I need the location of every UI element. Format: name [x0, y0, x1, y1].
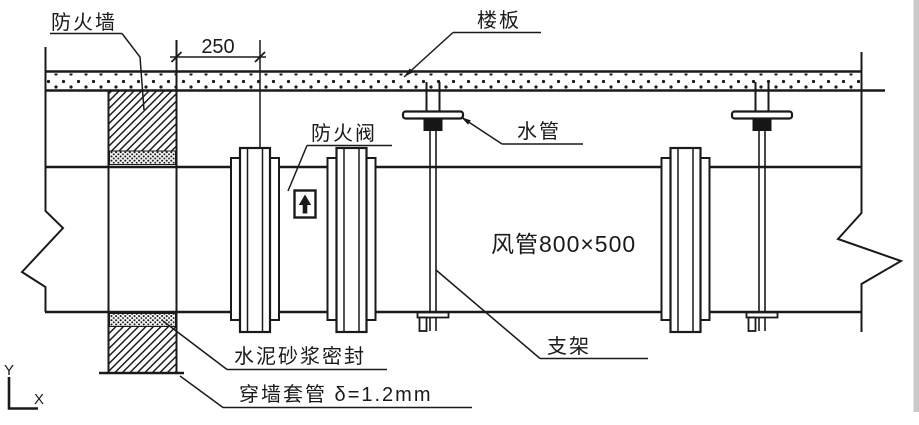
damper-body — [669, 146, 702, 334]
fire-damper-1 — [230, 146, 280, 334]
label-firewall: 防火墙 — [51, 11, 117, 34]
image-edge-strip — [913, 0, 919, 412]
water-pipe-bar — [401, 110, 465, 120]
mortar-seal-upper — [109, 150, 176, 165]
label-wall-sleeve: 穿墙套管 δ=1.2mm — [239, 383, 433, 406]
hanger-nut — [423, 118, 443, 131]
label-bracket: 支架 — [547, 335, 591, 358]
wall-hatch-upper — [109, 91, 176, 151]
damper-body — [238, 146, 272, 334]
leader-arrowhead-floor-slab — [404, 68, 414, 77]
up-arrow-icon — [298, 194, 312, 205]
dimension-250: 250 — [170, 36, 266, 150]
axis-y-label: Y — [4, 362, 14, 379]
dimension-tick-right — [254, 51, 266, 63]
label-water-pipe: 水管 — [517, 120, 561, 143]
damper-flange-right — [269, 157, 280, 321]
mortar-seal-lower — [109, 313, 176, 327]
dimension-tick-left — [170, 51, 183, 63]
damper-flange-right — [699, 157, 711, 321]
break-line-left — [20, 47, 65, 312]
fire-damper-3 — [660, 146, 711, 334]
leader-mortar-seal — [162, 320, 228, 371]
label-floor-slab: 楼板 — [477, 9, 521, 32]
damper-body — [335, 146, 368, 334]
bracket-foot-bar — [745, 311, 779, 319]
damper-direction-symbol — [293, 189, 317, 219]
axis-indicator: Y X — [4, 362, 44, 410]
label-mortar-seal: 水泥砂浆密封 — [234, 345, 366, 368]
leader-floor-slab — [403, 31, 454, 78]
hanger-left — [401, 82, 465, 332]
water-pipe-bar — [730, 110, 794, 120]
label-duct-size: 风管800×500 — [491, 231, 636, 257]
axis-lines — [7, 377, 38, 410]
leader-lines — [50, 31, 648, 409]
damper-flange-left — [230, 157, 241, 321]
damper-flange-left — [660, 157, 672, 321]
leader-firewall — [121, 33, 145, 111]
fire-damper-2 — [326, 146, 377, 334]
dimension-value: 250 — [201, 36, 234, 58]
leader-arrowhead-water-pipe — [461, 117, 471, 125]
leader-bracket — [435, 269, 541, 360]
hanger-right — [730, 82, 794, 332]
bracket-foot-stub — [418, 316, 428, 332]
damper-flange-left — [326, 157, 338, 321]
bracket-foot-bar — [416, 311, 450, 319]
floor-slab — [45, 70, 885, 92]
wall-hatch-lower — [109, 326, 176, 372]
fire-wall — [99, 40, 184, 375]
damper-flange-right — [365, 157, 377, 321]
axis-x-label: X — [34, 391, 44, 408]
up-arrow-stem — [302, 204, 308, 214]
bracket-foot-stub — [747, 316, 757, 332]
hanger-nut — [752, 118, 772, 131]
leader-fire-damper — [287, 145, 308, 192]
leader-wall-sleeve — [179, 375, 224, 409]
break-line-right — [836, 52, 904, 332]
slab-concrete-fill — [46, 73, 861, 89]
air-duct — [45, 165, 861, 314]
label-fire-damper: 防火阀 — [311, 122, 377, 145]
